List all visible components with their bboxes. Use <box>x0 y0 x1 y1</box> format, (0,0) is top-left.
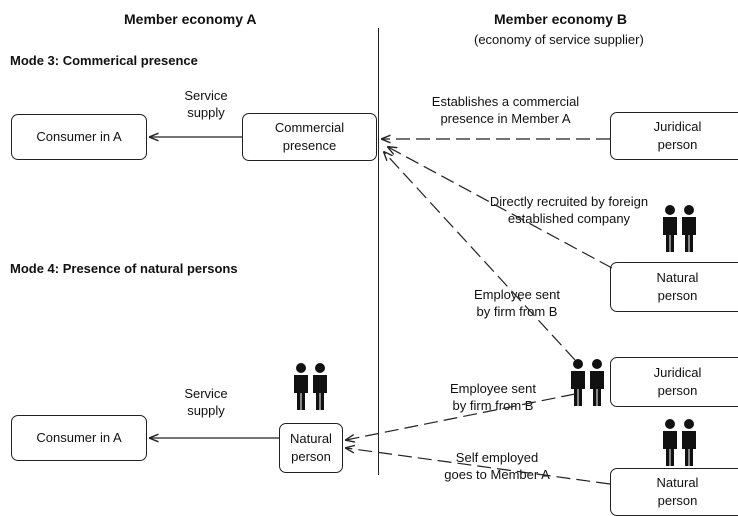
people-icon <box>571 359 604 406</box>
employee-upper-line1: Employee sent <box>474 287 560 302</box>
natural-a-line1: Natural <box>290 431 332 446</box>
recruited-line1: Directly recruited by foreign <box>489 194 649 209</box>
self-employed-arrow <box>346 448 611 485</box>
commercial-line1: Commercial <box>274 120 345 135</box>
juridical-bottom-line1: Juridical <box>653 365 702 380</box>
people-icon <box>294 363 327 410</box>
recruited-label: Directly recruited by foreign establishe… <box>474 193 664 227</box>
commercial-line2: presence <box>282 138 337 153</box>
people-icon <box>663 419 696 466</box>
economy-b-header: Member economy B <box>494 11 628 27</box>
natural-bottom-line1: Natural <box>656 475 699 490</box>
mode3-service-line2: supply <box>187 105 225 120</box>
employee-upper-arrow <box>384 152 576 361</box>
mode3-consumer-label: Consumer in A <box>36 129 122 144</box>
employee-lower-arrow <box>346 393 576 440</box>
self-line1: Self employed <box>455 450 539 465</box>
mode4-service-label: Service supply <box>176 385 236 419</box>
natural-person-box-bottom: Natural person <box>610 468 738 516</box>
employee-lower-line1: Employee sent <box>450 381 536 396</box>
economy-b-subtitle: (economy of service supplier) <box>474 32 644 47</box>
mode4-consumer-box: Consumer in A <box>11 415 147 461</box>
recruited-line2: established company <box>507 211 631 226</box>
juridical-top-line2: person <box>657 137 698 152</box>
employee-label-upper: Employee sent by firm from B <box>462 286 572 320</box>
establishes-line2: presence in Member A <box>440 111 571 126</box>
mode3-title: Mode 3: Commerical presence <box>10 53 198 68</box>
natural-a-line2: person <box>291 449 331 464</box>
commercial-presence-box: Commercial presence <box>242 113 377 161</box>
economy-divider <box>378 28 379 475</box>
self-employed-label: Self employed goes to Member A <box>432 449 562 483</box>
establishes-line1: Establishes a commercial <box>431 94 580 109</box>
natural-middle-line1: Natural <box>656 270 699 285</box>
self-line2: goes to Member A <box>444 467 550 482</box>
mode4-service-line2: supply <box>187 403 225 418</box>
employee-upper-line2: by firm from B <box>476 304 558 319</box>
natural-person-box-a: Natural person <box>279 423 343 473</box>
natural-middle-line2: person <box>657 288 698 303</box>
mode3-service-line1: Service <box>184 88 228 103</box>
employee-lower-line2: by firm from B <box>452 398 534 413</box>
juridical-person-box-bottom: Juridical person <box>610 357 738 407</box>
juridical-bottom-line2: person <box>657 383 698 398</box>
juridical-person-box-top: Juridical person <box>610 112 738 160</box>
juridical-top-line1: Juridical <box>653 119 702 134</box>
mode3-service-label: Service supply <box>176 87 236 121</box>
employee-label-lower: Employee sent by firm from B <box>438 380 548 414</box>
mode4-title: Mode 4: Presence of natural persons <box>10 261 238 276</box>
mode3-consumer-box: Consumer in A <box>11 114 147 160</box>
economy-a-header: Member economy A <box>124 11 257 27</box>
establishes-label: Establishes a commercial presence in Mem… <box>418 93 593 127</box>
people-icon <box>663 205 696 252</box>
natural-person-box-middle: Natural person <box>610 262 738 312</box>
mode4-service-line1: Service <box>184 386 228 401</box>
mode4-consumer-label: Consumer in A <box>36 430 122 445</box>
recruited-arrow <box>388 147 613 269</box>
natural-bottom-line2: person <box>657 493 698 508</box>
